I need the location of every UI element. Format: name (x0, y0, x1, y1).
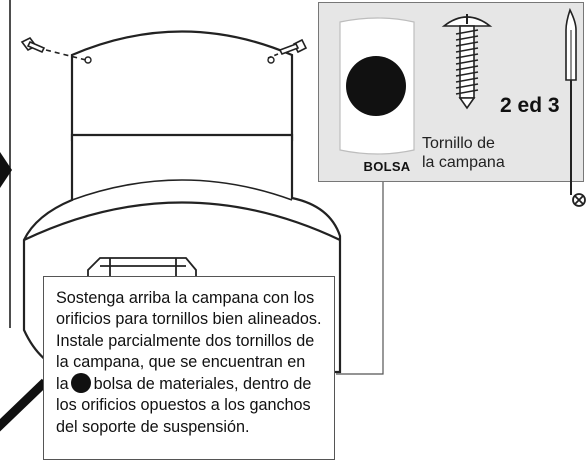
right-screw-guide (267, 53, 279, 59)
leader-line (0, 378, 49, 432)
left-screw (20, 36, 46, 54)
parts-bag (339, 17, 415, 155)
instruction-line: Sostenga arriba la campana con los (56, 289, 315, 307)
screw-quantity: 2 ed 3 (500, 94, 560, 117)
screw-hole-left (84, 56, 92, 64)
left-screw-guide (45, 49, 87, 61)
instruction-fragment: la (56, 375, 69, 394)
instruction-line: la campana, que se encuentran en (56, 352, 306, 371)
instruction-line: la bolsa de materiales, dentro de (56, 373, 326, 395)
left-pointer-arrow (0, 152, 12, 188)
instruction-line: Instale parcialmente dos tornillos de (56, 331, 315, 350)
callout-connector (336, 182, 384, 375)
ceiling-plate (9, 0, 11, 328)
right-screw (278, 38, 308, 56)
instruction-fragment: bolsa de materiales, dentro de (93, 375, 312, 394)
screw-icon (441, 14, 493, 110)
screw-caption: Tornillo de la campana (422, 135, 505, 171)
screwdriver-icon (565, 7, 577, 195)
bag-dot-icon (346, 56, 406, 116)
instruction-box: Sostenga arriba la campana con los orifi… (43, 276, 335, 460)
bag-dot-icon (70, 373, 91, 394)
bag-label: BOLSA (363, 159, 411, 174)
instruction-line: los orificios opuestos a los ganchos (56, 396, 311, 415)
phillips-tip-icon (572, 193, 586, 207)
instruction-line: orificios para tornillos bien alineados. (56, 310, 322, 329)
instruction-line: del soporte de suspensión. (56, 417, 250, 436)
